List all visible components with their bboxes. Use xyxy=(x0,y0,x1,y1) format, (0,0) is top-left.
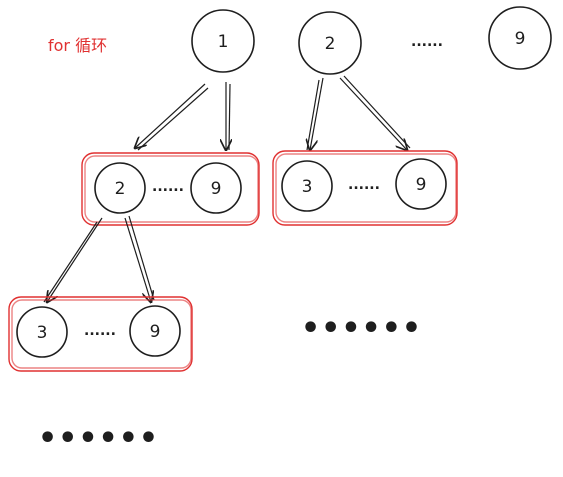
arrow-2-to-3-lower xyxy=(47,217,103,302)
group-a-box-inner xyxy=(84,155,259,223)
arrow-2-to-9-lower-double xyxy=(128,215,155,301)
group-c-box-inner xyxy=(11,299,192,369)
more-dots-right: •••••• xyxy=(301,311,422,346)
group-c-node-start xyxy=(16,306,68,358)
group-b-node-start-label: 3 xyxy=(302,177,313,197)
top-node-2-label: 2 xyxy=(325,34,336,54)
group-a-node-start-label: 2 xyxy=(115,179,126,199)
top-node-2 xyxy=(298,11,362,75)
for-loop-label: for 循环 xyxy=(48,36,107,55)
group-a-node-end-label: 9 xyxy=(211,179,222,199)
group-b-box xyxy=(272,150,458,226)
arrow-2-to-9-double xyxy=(343,75,411,149)
group-b-node-end xyxy=(395,158,447,210)
top-node-9 xyxy=(488,6,552,70)
arrow-2-to-3-double xyxy=(306,79,320,151)
top-node-9-label: 9 xyxy=(515,29,526,49)
group-c-ellipsis: ...... xyxy=(84,323,116,339)
group-b-box-inner xyxy=(275,153,457,223)
arrow-1-to-2 xyxy=(135,83,206,148)
arrow-2-to-3-lower-double xyxy=(43,221,98,303)
group-c-node-end-label: 9 xyxy=(150,322,161,342)
group-a-box xyxy=(81,152,260,226)
group-b-node-end-label: 9 xyxy=(416,175,427,195)
group-a-node-end xyxy=(190,162,242,214)
group-a-ellipsis: ...... xyxy=(152,179,184,195)
group-b-node-start xyxy=(281,160,333,212)
arrow-1-to-9-double xyxy=(228,83,231,151)
group-c-box xyxy=(8,296,193,372)
arrow-2-to-9 xyxy=(339,77,407,150)
arrow-1-to-2-double xyxy=(137,87,209,151)
group-a-node-start xyxy=(94,162,146,214)
top-row-ellipsis: ...... xyxy=(411,34,443,50)
top-node-1-label: 1 xyxy=(218,32,229,52)
group-c-node-start-label: 3 xyxy=(37,323,48,343)
more-dots-bottom: •••••• xyxy=(38,421,159,456)
group-b-ellipsis: ...... xyxy=(348,177,380,193)
arrow-2-to-3 xyxy=(310,77,324,150)
top-node-1 xyxy=(191,9,255,73)
group-c-node-end xyxy=(129,305,181,357)
arrow-2-to-9-lower xyxy=(124,217,151,302)
